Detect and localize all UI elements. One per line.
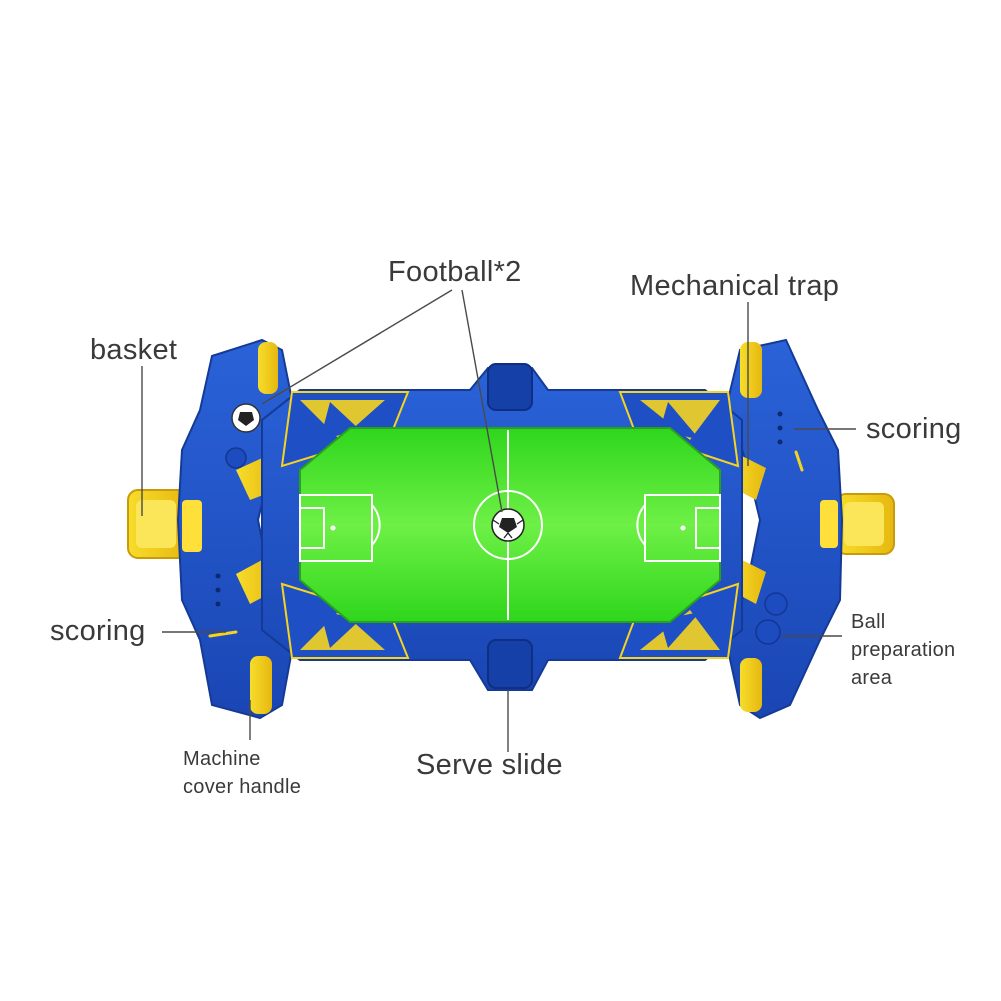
top-serve-slot [487, 363, 533, 411]
label-ball-preparation-area: Ball preparation area [851, 608, 955, 692]
leader-football-to-corner-ball [261, 289, 453, 405]
handle-line-1: Machine [183, 748, 261, 770]
label-serve-slide: Serve slide [416, 749, 563, 781]
serve-slide [487, 639, 533, 689]
right-bottom-panel [618, 582, 740, 659]
ball-prep-line-1: Ball [851, 611, 886, 633]
label-basket: basket [90, 334, 178, 366]
leader-lines [141, 289, 856, 752]
handle-line-2: cover handle [183, 776, 302, 798]
label-scoring-right: scoring [866, 413, 962, 445]
label-scoring-left: scoring [50, 615, 146, 647]
label-mechanical-trap: Mechanical trap [630, 270, 840, 302]
leader-football-to-center-ball [461, 289, 503, 513]
football-ball-icon [491, 508, 525, 542]
right-end-housing [726, 338, 895, 720]
label-football: Football*2 [388, 256, 522, 288]
ball-prep-line-2: preparation [851, 639, 956, 661]
label-machine-cover-handle: Machine cover handle [183, 745, 301, 801]
ball-prep-line-3: area [851, 667, 893, 689]
